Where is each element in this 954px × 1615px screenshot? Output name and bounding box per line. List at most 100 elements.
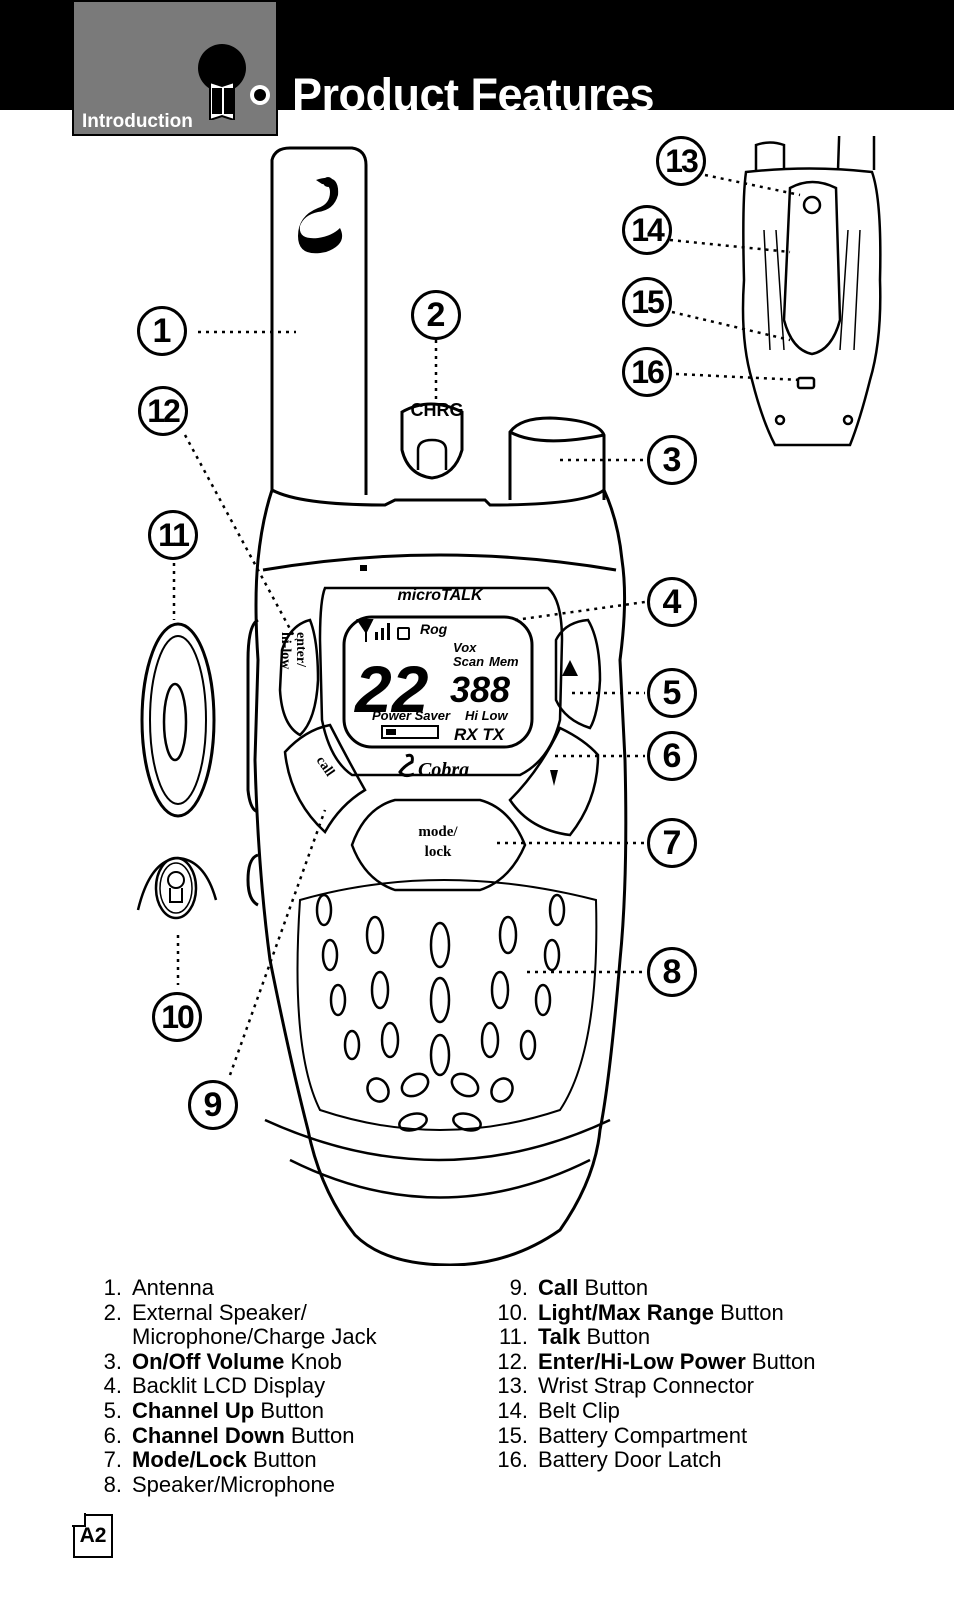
feature-label-text: Button <box>745 1348 816 1374</box>
feature-label-text: Button <box>714 1299 784 1325</box>
callout-5: 5 <box>647 668 697 718</box>
feature-label: Battery Compartment <box>538 1422 748 1449</box>
feature-list-item: 12.Enter/Hi-Low Power Button <box>488 1348 816 1375</box>
feature-list-item: Microphone/Charge Jack <box>90 1324 377 1350</box>
feature-label-text: Button <box>254 1397 324 1423</box>
feature-label: Speaker/Microphone <box>132 1472 335 1498</box>
feature-list-item: 11. Talk Button <box>488 1324 816 1350</box>
enter-hi-low-button <box>278 618 320 737</box>
charge-jack <box>400 402 464 480</box>
lock-button-label: lock <box>425 844 452 860</box>
speaker-grille <box>315 893 566 1132</box>
feature-list-item: 6.Channel Down Button <box>90 1422 377 1449</box>
feature-label-text: Microphone/Charge Jack <box>132 1324 377 1350</box>
callout-3: 3 <box>647 435 697 485</box>
feature-number: 15. <box>497 1422 528 1448</box>
feature-label-text: Button <box>578 1275 649 1300</box>
callout-14: 14 <box>622 205 672 255</box>
feature-label-text: Backlit LCD Display <box>132 1373 326 1399</box>
feature-label: Wrist Strap Connector <box>538 1374 754 1399</box>
feature-label-bold: Call <box>538 1275 579 1300</box>
light-button-detail <box>136 856 218 920</box>
feature-list-item: 1. Antenna <box>90 1275 377 1301</box>
feature-list-item: 3. On/Off Volume Knob <box>90 1348 377 1375</box>
feature-number: 11. <box>499 1324 528 1350</box>
feature-label: Channel Up Button <box>132 1397 324 1424</box>
callout-7: 7 <box>647 818 697 868</box>
feature-label-bold: Mode/Lock <box>132 1447 247 1473</box>
call-button-label: call <box>313 754 337 780</box>
radio-body <box>253 487 628 1266</box>
lcd-screen <box>342 615 534 749</box>
jack-label: CHRG <box>411 400 464 420</box>
feature-number: 9. <box>509 1275 528 1300</box>
feature-list-item: 10.Light/Max Range Button <box>488 1299 816 1326</box>
feature-label-text: Knob <box>284 1348 342 1374</box>
back-view-illustration <box>741 136 882 447</box>
feature-label: Antenna <box>132 1275 214 1301</box>
feature-label-text: Button <box>580 1324 651 1350</box>
feature-label: Belt Clip <box>538 1398 620 1424</box>
feature-label-text: Button <box>284 1422 355 1448</box>
feature-label: Talk Button <box>538 1324 651 1350</box>
feature-label: Battery Door Latch <box>538 1447 721 1473</box>
feature-list-item: 7. Mode/Lock Button <box>90 1447 377 1473</box>
feature-label-text: External Speaker/ <box>132 1299 307 1325</box>
book-logo-icon <box>198 44 270 120</box>
feature-label: Mode/Lock Button <box>132 1447 317 1473</box>
feature-label-text: Battery Compartment <box>538 1422 748 1448</box>
feature-label-text: Button <box>246 1447 317 1473</box>
feature-number: 14. <box>497 1397 528 1423</box>
feature-label-bold: On/Off Volume <box>132 1348 285 1374</box>
feature-label: On/Off Volume Knob <box>132 1348 342 1375</box>
callout-8: 8 <box>647 947 697 997</box>
callout-6: 6 <box>647 731 697 781</box>
feature-label: Enter/Hi-Low Power Button <box>538 1348 816 1375</box>
callout-2: 2 <box>411 290 461 340</box>
callout-13: 13 <box>656 136 706 186</box>
feature-list-item: 8. Speaker/Microphone <box>90 1471 377 1498</box>
feature-list-item: 2. External Speaker/ <box>90 1299 377 1326</box>
talk-button-detail <box>140 622 216 818</box>
cobra-logo-icon <box>298 177 343 254</box>
lcd-rx-tx: RX TX <box>454 725 506 744</box>
lcd-small-digits: 388 <box>450 669 510 710</box>
feature-number: 3. <box>103 1348 122 1374</box>
feature-list-item: 4. Backlit LCD Display <box>90 1374 377 1399</box>
feature-label: External Speaker/ <box>132 1299 307 1326</box>
feature-label-text: Antenna <box>132 1275 214 1300</box>
feature-list-item: 13.Wrist Strap Connector <box>488 1374 816 1399</box>
lcd-scan: Scan <box>453 654 484 669</box>
feature-label: Backlit LCD Display <box>132 1374 325 1399</box>
up-arrow-icon <box>562 660 578 676</box>
feature-number: 1. <box>103 1275 122 1300</box>
lcd-hi-low: Hi Low <box>465 708 508 723</box>
feature-label-text: Wrist Strap Connector <box>538 1373 755 1399</box>
feature-label: Microphone/Charge Jack <box>132 1324 377 1350</box>
microtalk-wordmark: microTALK <box>397 587 483 604</box>
feature-label-bold: Channel Down <box>132 1422 285 1448</box>
feature-number: 4. <box>103 1373 122 1399</box>
page-number: A2 <box>73 1514 113 1558</box>
section-label: Introduction <box>82 111 193 132</box>
lcd-mem: Mem <box>489 654 519 669</box>
lcd-roger-icon: Rog <box>420 621 448 637</box>
feature-number <box>90 1325 132 1350</box>
volume-knob <box>508 416 606 500</box>
feature-number: 7. <box>103 1447 122 1473</box>
callout-16: 16 <box>622 347 672 397</box>
feature-number: 16. <box>497 1447 528 1473</box>
page-title: Product Features <box>292 69 655 120</box>
callout-12: 12 <box>138 386 188 436</box>
feature-number: 2. <box>103 1299 122 1325</box>
callout-15: 15 <box>622 277 672 327</box>
feature-list-item: 16. Battery Door Latch <box>488 1447 816 1473</box>
callout-10: 10 <box>152 992 202 1042</box>
feature-number: 8. <box>103 1471 122 1497</box>
cobra-brand-name: Cobra <box>418 759 469 781</box>
feature-label-bold: Talk <box>538 1324 581 1350</box>
feature-label: Light/Max Range Button <box>538 1299 784 1326</box>
call-button <box>283 723 367 834</box>
callout-4: 4 <box>647 577 697 627</box>
